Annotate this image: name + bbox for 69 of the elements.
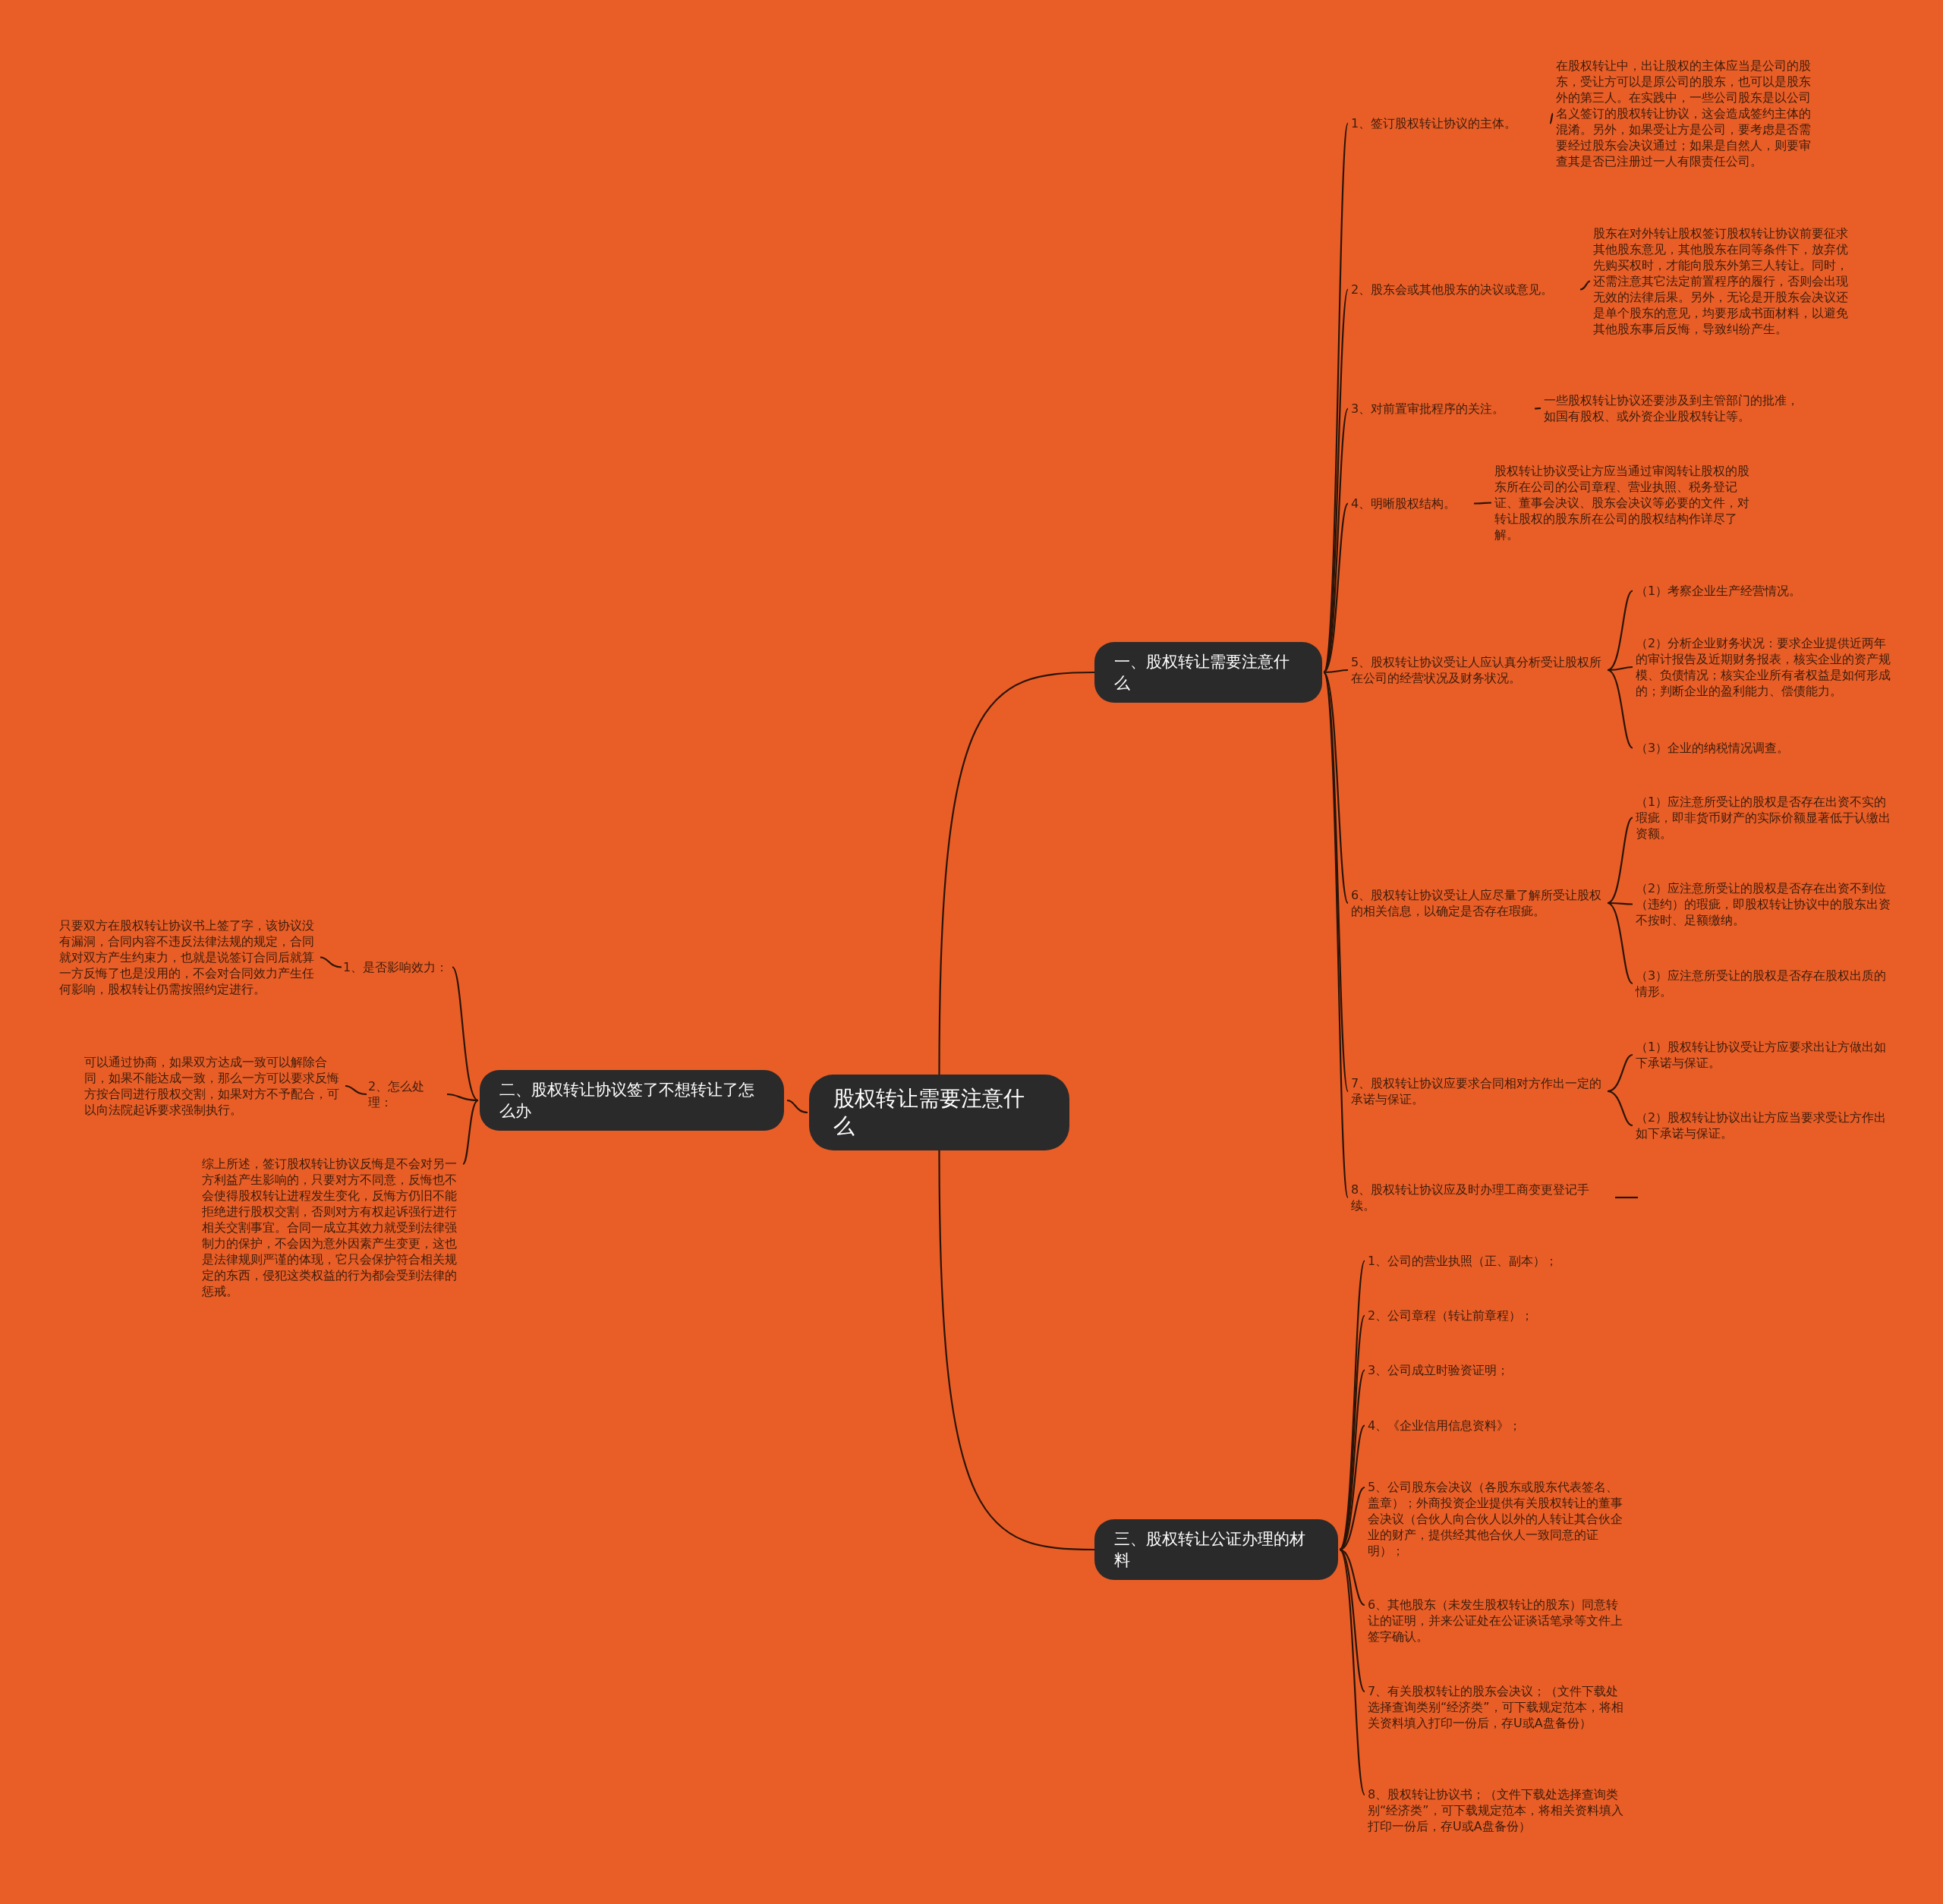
topic-text: 8、股权转让协议应及时办理工商变更登记手续。 [1351, 1182, 1606, 1213]
note-text: 一些股权转让协议还要涉及到主管部门的批准，如国有股权、或外资企业股权转让等。 [1544, 392, 1802, 424]
connector-line [938, 671, 1095, 1075]
topic-text: 2、怎么处理： [368, 1078, 444, 1110]
connector-line [938, 1150, 1095, 1551]
connector-line [462, 1100, 479, 1165]
topic-text: 3、对前置审批程序的关注。 [1351, 401, 1533, 417]
connector-line [1339, 1549, 1365, 1795]
topic-text: 5、公司股东会决议（各股东或股东代表签名、盖章）；外商投资企业提供有关股权转让的董事会决议（合伙人向合伙人以外的人转让其合伙企业的财产，提供经其他合伙人一致同意的证明）； [1368, 1479, 1626, 1559]
topic-text: 5、股权转让协议受让人应认真分析受让股权所在公司的经营状况及财务状况。 [1351, 654, 1606, 686]
connector-line [1607, 902, 1633, 984]
connector-line [1323, 502, 1349, 673]
branch-topic: 二、股权转让协议签了不想转让了怎么办 [480, 1070, 784, 1131]
note-text: （2）分析企业财务状况：要求企业提供近两年的审计报告及近期财务报表，核实企业的资产规模、负债情况；核实企业所有者权益是如何形成的；判断企业的盈利能力、偿债能力。 [1636, 635, 1894, 699]
connector-line [1323, 672, 1349, 904]
note-text: （3）企业的纳税情况调查。 [1636, 740, 1894, 756]
topic-text: 6、股权转让协议受让人应尽量了解所受让股权的相关信息，以确定是否存在瑕疵。 [1351, 887, 1606, 919]
connector-line [1608, 666, 1633, 672]
branch-topic: 一、股权转让需要注意什么 [1094, 642, 1322, 703]
branch-topic: 三、股权转让公证办理的材料 [1094, 1519, 1338, 1580]
connector-line [1607, 669, 1633, 749]
topic-text: 7、股权转让协议应要求合同相对方作出一定的承诺与保证。 [1351, 1075, 1606, 1107]
connector-line [1339, 1548, 1365, 1606]
note-text: 在股权转让中，出让股权的主体应当是公司的股东，受让方可以是原公司的股东，也可以是股东外的第三人。在实践中，一些公司股东是以公司名义签订的股权转让协议，这会造成签约主体的混淆。另外，如果受让方是公司，要考虑是否需要经过股东会决议通过；如果是自然人，则要审查其是否已注册过一人有限责任公司。 [1556, 58, 1814, 169]
topic-text: 4、《企业信用信息资料》； [1368, 1418, 1626, 1434]
connector-line [1474, 502, 1491, 505]
connector-line [1607, 1090, 1633, 1127]
topic-text: 1、公司的营业执照（正、副本）； [1368, 1253, 1626, 1269]
topic-text: 6、其他股东（未发生股权转让的股东）同意转让的证明，并来公证处在公证谈话笔录等文件上签字确认。 [1368, 1597, 1626, 1644]
connector-line [1322, 672, 1349, 1198]
note-text: 综上所述，签订股权转让协议反悔是不会对另一方利益产生影响的，只要对方不同意，反悔也不会使得股权转让进程发生变化，反悔方仍旧不能拒绝进行股权交割，否则对方有权起诉强行进行相关交割事宜。合同一成立其效力就受到法律强制力的保护，不会因为意外因素产生变更，这也是法律规则严谨的体现，它只会保护符合相关规定的东西，侵犯这类权益的行为都会受到法律的惩戒。 [202, 1156, 460, 1299]
connector-line [1608, 902, 1633, 905]
topic-text: 1、签订股权转让协议的主体。 [1351, 115, 1548, 131]
connector-line [1339, 1487, 1365, 1551]
topic-text: 2、股东会或其他股东的决议或意见。 [1351, 282, 1579, 297]
note-text: （3）应注意所受让的股权是否存在股权出质的情形。 [1636, 968, 1894, 999]
connector-line [786, 1099, 808, 1114]
note-text: （1）应注意所受让的股权是否存在出资不实的瑕疵，即非货币财产的实际价额显著低于认缴出资额。 [1636, 794, 1894, 842]
note-text: （2）应注意所受让的股权是否存在出资不到位（违约）的瑕疵，即股权转让协议中的股东出资不按时、足额缴纳。 [1636, 880, 1894, 928]
connector-line [446, 1093, 479, 1102]
topic-text: 2、公司章程（转让前章程）； [1368, 1308, 1626, 1323]
connector-line [1579, 280, 1591, 291]
connector-line [1607, 817, 1633, 904]
connector-line [1323, 289, 1349, 673]
connector-line [345, 1084, 367, 1096]
note-text: 可以通过协商，如果双方达成一致可以解除合同，如果不能达成一致，那么一方可以要求反悔方按合同进行股权交割，如果对方不予配合，可以向法院起诉要求强制执行。 [84, 1054, 342, 1118]
connector-line [1549, 113, 1554, 124]
note-text: 股东在对外转让股权签订股权转让协议前要征求其他股东意见，其他股东在同等条件下，放弃优先购买权时，才能向股东外第三人转让。同时，还需注意其它法定前置程序的履行，否则会出现无效的法律后果。另外，无论是开股东会决议还是单个股东的意见，均要形成书面材料，以避免其他股东事后反悔，导致纠纷产生。 [1593, 225, 1851, 337]
connector-line [1339, 1549, 1365, 1692]
connector-line [1324, 669, 1349, 674]
note-text: （2）股权转让协议出让方应当要求受让方作出如下承诺与保证。 [1636, 1109, 1894, 1141]
topic-text: 1、是否影响效力： [343, 959, 449, 975]
connector-line [452, 966, 479, 1101]
connector-line [1607, 1053, 1633, 1093]
connector-line [1615, 1196, 1638, 1199]
note-text: 股权转让协议受让方应当通过审阅转让股权的股东所在公司的公司章程、营业执照、税务登记证、董事会决议、股东会决议等必要的文件，对转让股权的股东所在公司的股权结构作详尽了解。 [1494, 463, 1752, 543]
connector-line [320, 956, 342, 968]
connector-line [1339, 1369, 1365, 1550]
connector-line [1339, 1424, 1365, 1550]
topic-text: 4、明晰股权结构。 [1351, 496, 1472, 511]
topic-text: 3、公司成立时验资证明； [1368, 1362, 1626, 1378]
connector-line [1534, 407, 1541, 410]
note-text: 只要双方在股权转让协议书上签了字，该协议没有漏洞，合同内容不违反法律法规的规定，合同就对双方产生约束力，也就是说签订合同后就算一方反悔了也是没用的，不会对合同效力产生任何影响，股权转让仍需按照约定进行。 [59, 917, 317, 997]
central-topic: 股权转让需要注意什么 [809, 1075, 1069, 1150]
connector-line [1607, 590, 1633, 671]
note-text: （1）考察企业生产经营情况。 [1636, 583, 1894, 599]
topic-text: 8、股权转让协议书；（文件下载处选择查询类别“经济类”，可下载规定范本，将相关资料填入打印一份后，存U或A盘备份） [1368, 1786, 1626, 1834]
note-text: （1）股权转让协议受让方应要求出让方做出如下承诺与保证。 [1636, 1039, 1894, 1071]
topic-text: 7、有关股权转让的股东会决议；（文件下载处选择查询类别“经济类”，可下载规定范本，将相关资料填入打印一份后，存U或A盘备份） [1368, 1683, 1626, 1731]
